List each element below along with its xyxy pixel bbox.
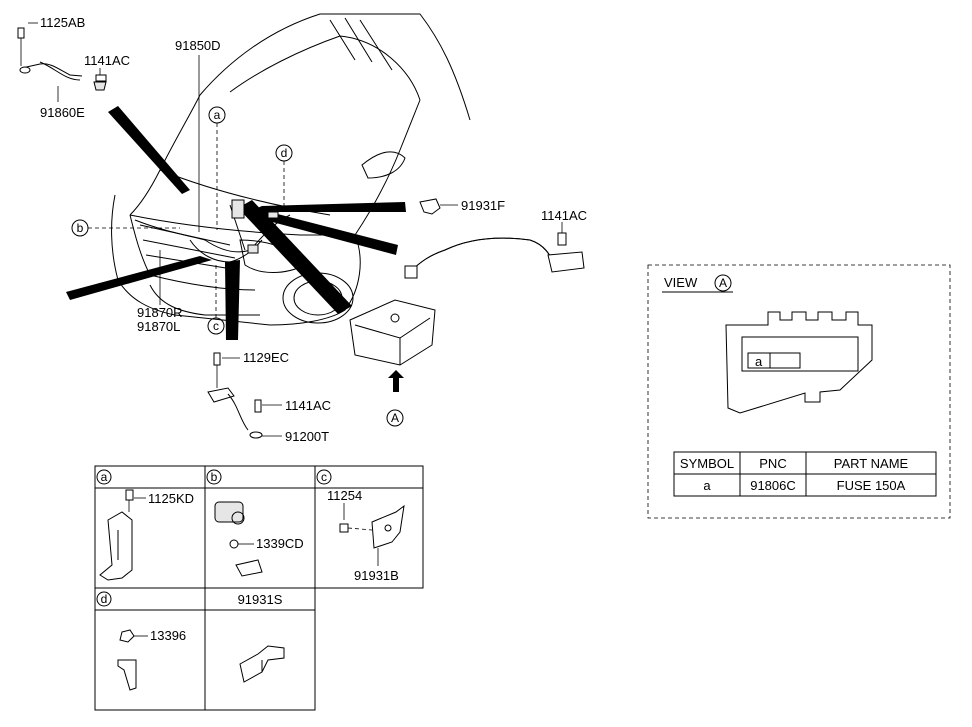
callout-circle-view-A: A xyxy=(386,409,404,427)
bracket-c-drawing xyxy=(339,503,405,566)
bracket-91931S-drawing xyxy=(239,645,285,683)
detail-header-91931S: 91931S xyxy=(238,592,283,607)
detail-header-c: c xyxy=(316,469,332,485)
battery-cable xyxy=(404,222,585,279)
svg-text:a: a xyxy=(214,108,221,122)
detail-c-part-top: 11254 xyxy=(327,488,362,503)
callout-91850D: 91850D xyxy=(175,38,221,53)
ground-cable-91860E xyxy=(17,27,107,102)
detail-c-part-bottom: 91931B xyxy=(354,568,399,583)
svg-text:a: a xyxy=(101,470,108,484)
detail-a-part: 1125KD xyxy=(148,491,194,506)
detail-header-d: d xyxy=(96,591,112,607)
view-table-header-part-name: PART NAME xyxy=(834,456,909,471)
callout-1141AC-right: 1141AC xyxy=(541,208,587,223)
view-title: VIEW xyxy=(664,275,698,290)
ground-cable-91200T xyxy=(207,352,282,439)
callout-91870R: 91870R xyxy=(137,305,183,320)
view-fuse-label: a xyxy=(755,354,763,369)
callout-1141AC-bottom: 1141AC xyxy=(285,398,331,413)
relay-b-drawing xyxy=(214,501,263,577)
view-table-cell-part-name: FUSE 150A xyxy=(837,478,906,493)
svg-text:A: A xyxy=(391,411,399,425)
callout-circle-a: a xyxy=(208,106,226,230)
svg-text:b: b xyxy=(77,221,84,235)
view-table-cell-pnc: 91806C xyxy=(750,478,796,493)
svg-text:d: d xyxy=(281,146,288,160)
view-table-header-symbol: SYMBOL xyxy=(680,456,734,471)
detail-header-b: b xyxy=(206,469,222,485)
svg-text:A: A xyxy=(719,276,727,290)
harness-bands xyxy=(66,106,406,340)
callout-circle-d: d xyxy=(275,144,293,212)
svg-text:c: c xyxy=(213,319,219,333)
bracket-91931F xyxy=(419,198,458,215)
callout-circle-c: c xyxy=(207,262,225,335)
callout-1141AC-top: 1141AC xyxy=(84,53,130,68)
detail-b-part: 1339CD xyxy=(256,536,304,551)
callout-1125AB: 1125AB xyxy=(40,15,85,30)
callout-1129EC: 1129EC xyxy=(243,350,289,365)
view-title-circle: A xyxy=(714,274,732,292)
harness-wires xyxy=(134,199,291,263)
detail-table xyxy=(94,465,424,711)
view-table xyxy=(673,451,937,497)
callout-91860E: 91860E xyxy=(40,105,85,120)
nut-d-drawing xyxy=(117,629,148,691)
car-outline xyxy=(111,13,471,326)
view-panel xyxy=(647,264,951,519)
svg-text:c: c xyxy=(321,470,327,484)
svg-text:b: b xyxy=(211,470,218,484)
detail-d-part: 13396 xyxy=(150,628,186,643)
fuse-box-battery-terminal xyxy=(349,299,436,392)
view-table-cell-symbol: a xyxy=(703,478,711,493)
view-table-header-pnc: PNC xyxy=(759,456,786,471)
callout-91200T: 91200T xyxy=(285,429,329,444)
svg-text:d: d xyxy=(101,592,108,606)
callout-circle-b: b xyxy=(71,219,180,237)
bracket-a-drawing xyxy=(99,489,146,581)
detail-header-a: a xyxy=(96,469,112,485)
callout-91870L: 91870L xyxy=(137,319,180,334)
callout-91931F: 91931F xyxy=(461,198,505,213)
